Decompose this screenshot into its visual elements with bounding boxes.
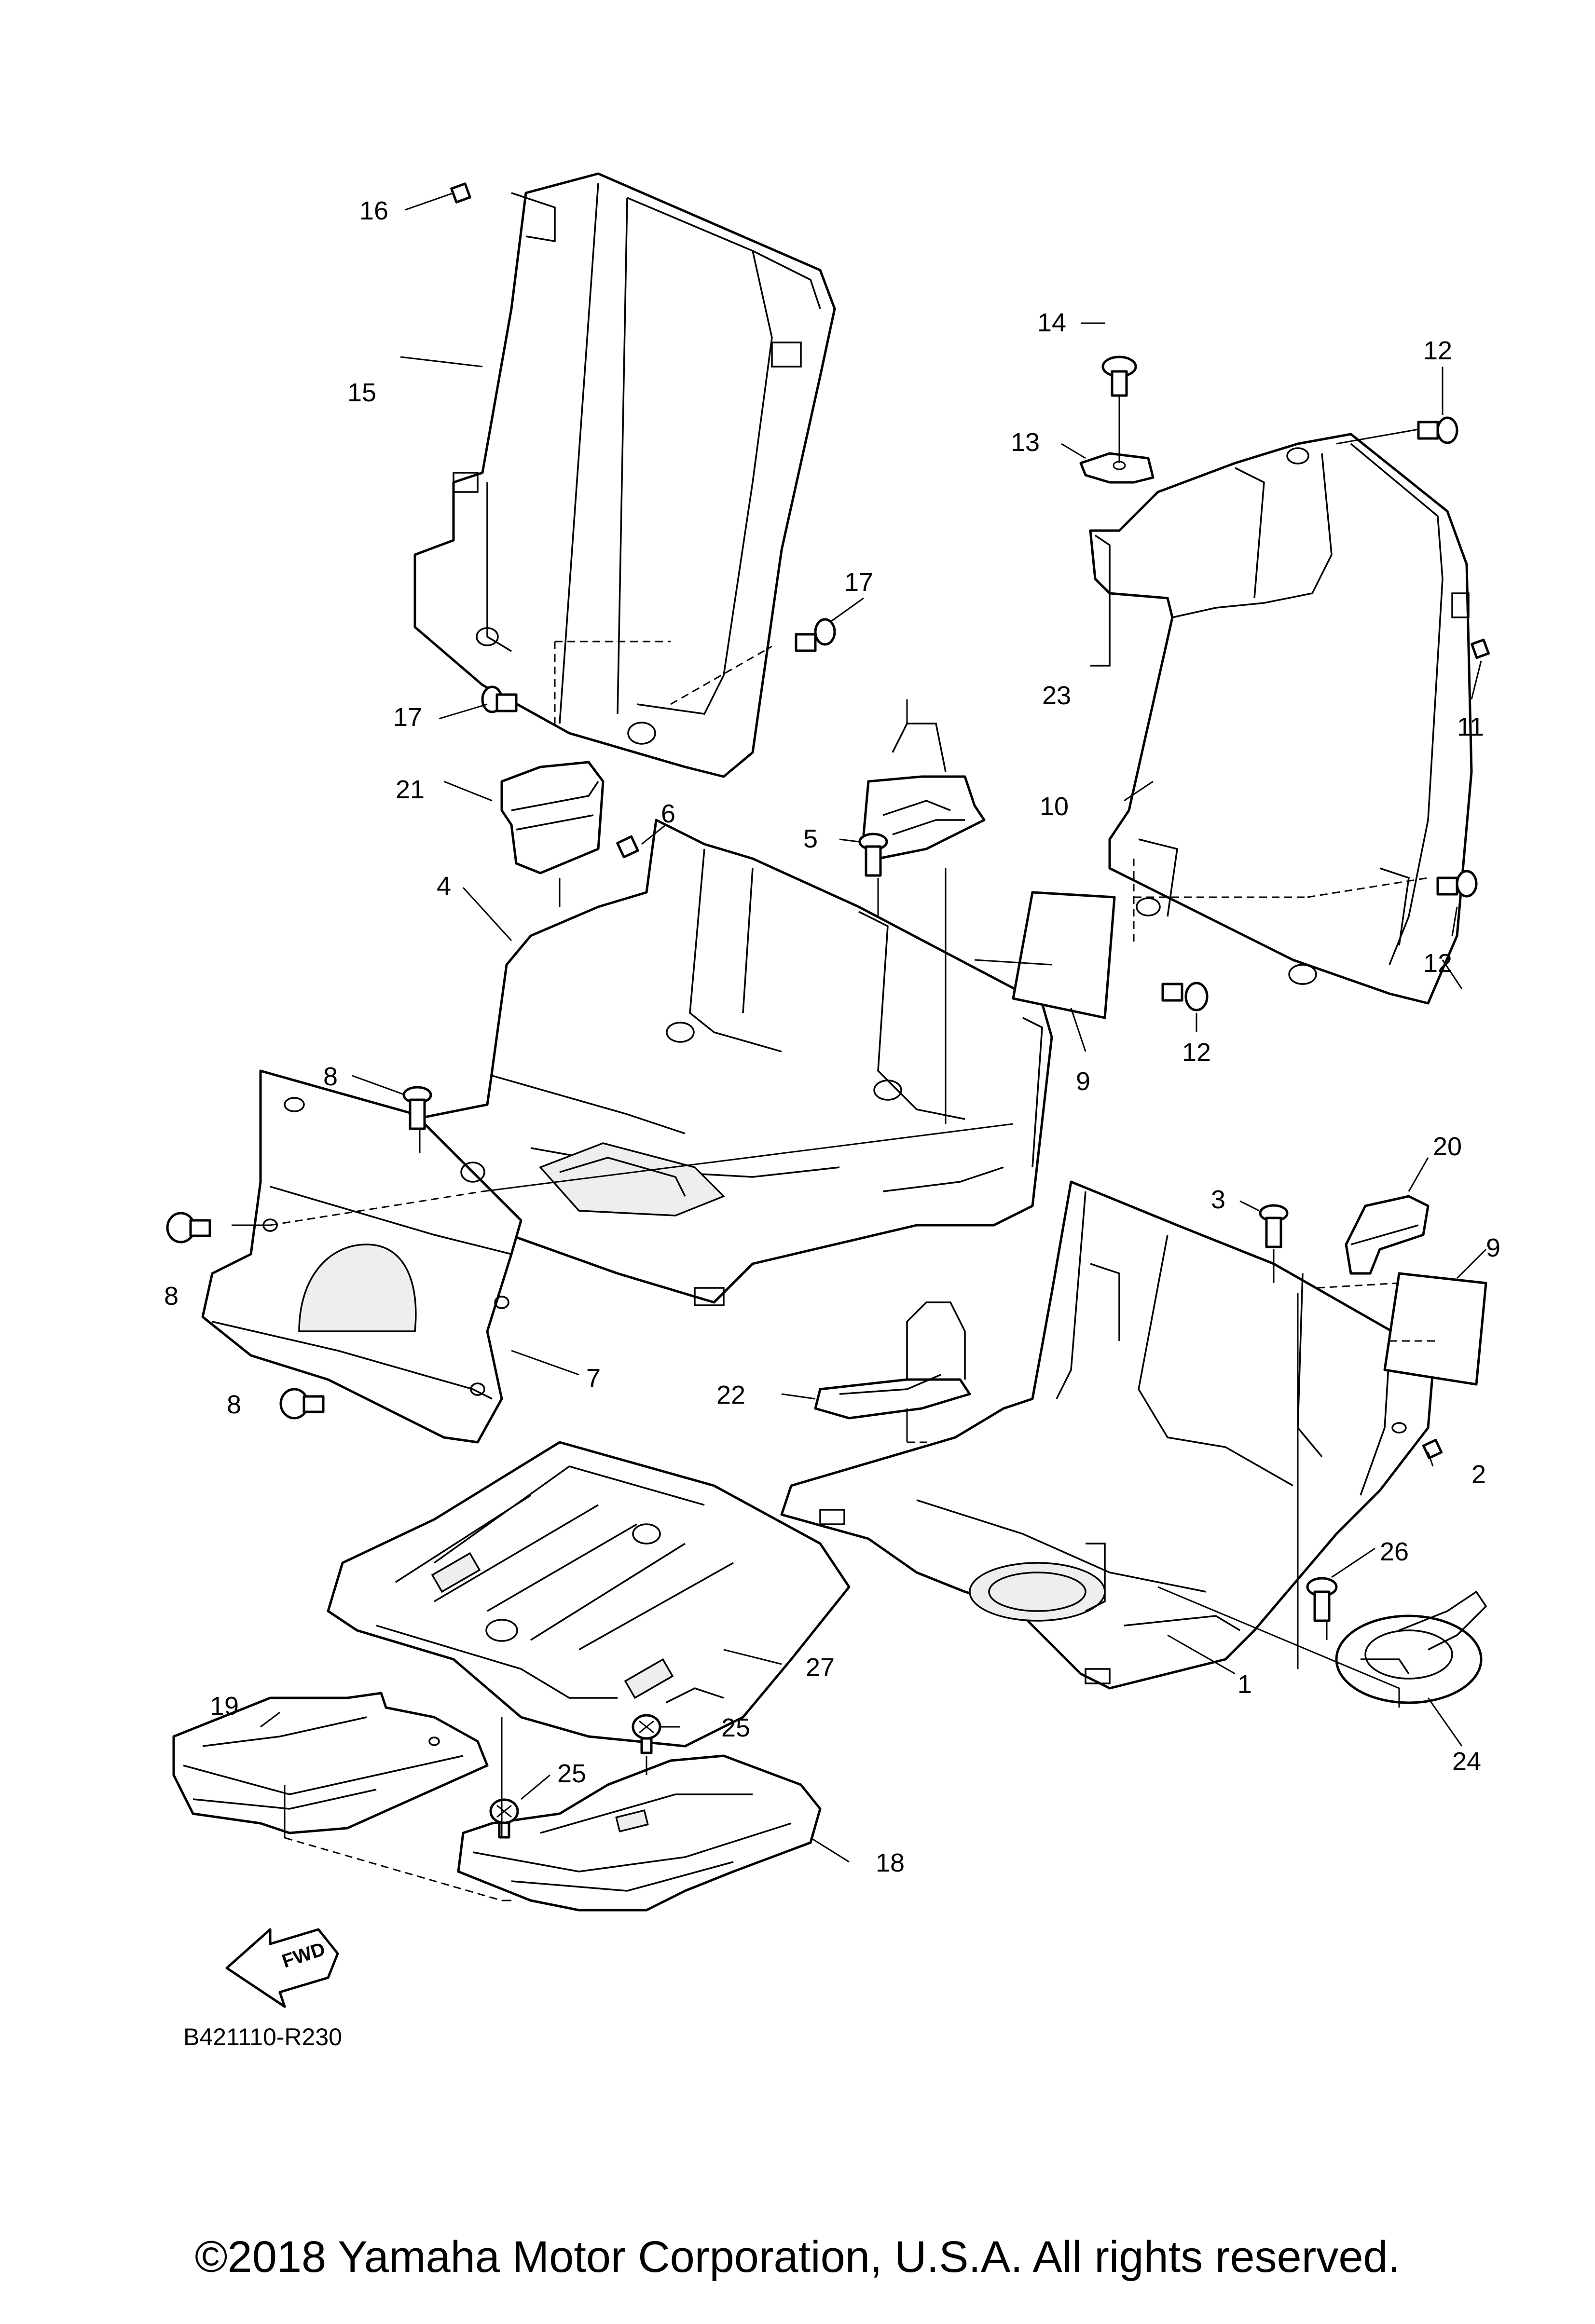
callout-14: 14 <box>1037 308 1066 337</box>
callout-26: 26 <box>1380 1537 1409 1566</box>
callout-27: 27 <box>806 1653 835 1682</box>
part-9-pad-upper <box>1012 891 1116 1019</box>
assembly-lines <box>232 410 1438 1901</box>
callout-20: 20 <box>1433 1132 1462 1161</box>
part-11-nut <box>1471 638 1490 659</box>
callout-25-right: 25 <box>721 1713 750 1742</box>
part-25-screw-right <box>632 1714 661 1754</box>
callout-11: 11 <box>1457 712 1484 741</box>
callout-25-left: 25 <box>557 1759 586 1788</box>
callout-4: 4 <box>437 872 451 901</box>
part-14-bolt <box>1101 355 1137 410</box>
part-12-clip-mid <box>1436 870 1478 898</box>
callout-2: 2 <box>1471 1460 1486 1489</box>
part-7-front-panel <box>201 1069 522 1444</box>
part-8-bolt-top <box>402 1086 432 1130</box>
callout-6: 6 <box>661 799 675 828</box>
part-13-bracket <box>1079 452 1155 484</box>
callout-9-upper: 9 <box>1076 1067 1090 1096</box>
callout-9-lower: 9 <box>1486 1233 1500 1262</box>
part-8-bolt-bottom <box>279 1388 325 1420</box>
part-15-rear-panel <box>413 172 836 778</box>
callout-3: 3 <box>1211 1185 1225 1214</box>
part-16-nut <box>450 182 471 204</box>
callout-18: 18 <box>876 1848 905 1877</box>
diagram-code: B421110-R230 <box>183 2023 342 2051</box>
fwd-arrow-icon: FWD <box>225 1928 339 2008</box>
part-12-clip-top <box>1417 416 1458 444</box>
part-5-bolt <box>858 833 888 877</box>
callout-24: 24 <box>1452 1747 1481 1776</box>
part-8-bolt-left <box>166 1212 211 1244</box>
part-10-right-panel <box>1089 433 1473 1005</box>
copyright-notice: ©2018 Yamaha Motor Corporation, U.S.A. A… <box>195 2232 1400 2282</box>
part-26-bolt <box>1306 1577 1338 1622</box>
part-19-left-skid <box>172 1692 489 1834</box>
callout-7: 7 <box>586 1364 601 1393</box>
callout-12-mid: 12 <box>1423 949 1452 978</box>
part-17-clip-left <box>481 685 518 713</box>
callout-8-top: 8 <box>323 1062 338 1091</box>
part-22-handle <box>814 1301 971 1420</box>
callout-17-right: 17 <box>844 568 873 597</box>
callout-17-left: 17 <box>393 703 422 732</box>
part-25-screw-left <box>489 1798 519 1839</box>
part-3-bolt <box>1259 1204 1289 1248</box>
callout-8-bottom: 8 <box>227 1390 241 1419</box>
part-12-clip-low <box>1161 982 1209 1012</box>
part-21-bracket <box>500 761 605 875</box>
callout-10: 10 <box>1040 792 1069 821</box>
part-6-nut <box>616 835 639 859</box>
part-2-nut <box>1422 1438 1443 1460</box>
callout-8-left: 8 <box>164 1282 179 1311</box>
callout-22: 22 <box>716 1381 745 1409</box>
callout-5: 5 <box>803 824 818 853</box>
callout-23: 23 <box>1042 681 1071 710</box>
part-18-right-skid <box>457 1754 822 1912</box>
callout-16: 16 <box>359 196 388 225</box>
callout-12-low: 12 <box>1182 1038 1211 1067</box>
part-17-clip-right <box>795 618 836 652</box>
callout-13: 13 <box>1011 428 1040 457</box>
callout-labels: 16 15 14 12 13 17 17 11 23 10 21 6 5 4 1… <box>164 196 1500 1877</box>
part-9-pad-lower <box>1383 1272 1487 1386</box>
callout-21: 21 <box>396 775 425 804</box>
callout-19: 19 <box>210 1692 239 1721</box>
part-27-floor-board <box>327 1441 851 1748</box>
callout-leaders <box>260 192 1487 1863</box>
callout-15: 15 <box>347 378 376 407</box>
callout-1: 1 <box>1238 1670 1252 1699</box>
callout-12-top: 12 <box>1423 336 1452 365</box>
part-24-cover <box>1335 1590 1487 1704</box>
part-1-lower-tub <box>780 1180 1434 1690</box>
part-20-bracket <box>1345 1195 1430 1275</box>
